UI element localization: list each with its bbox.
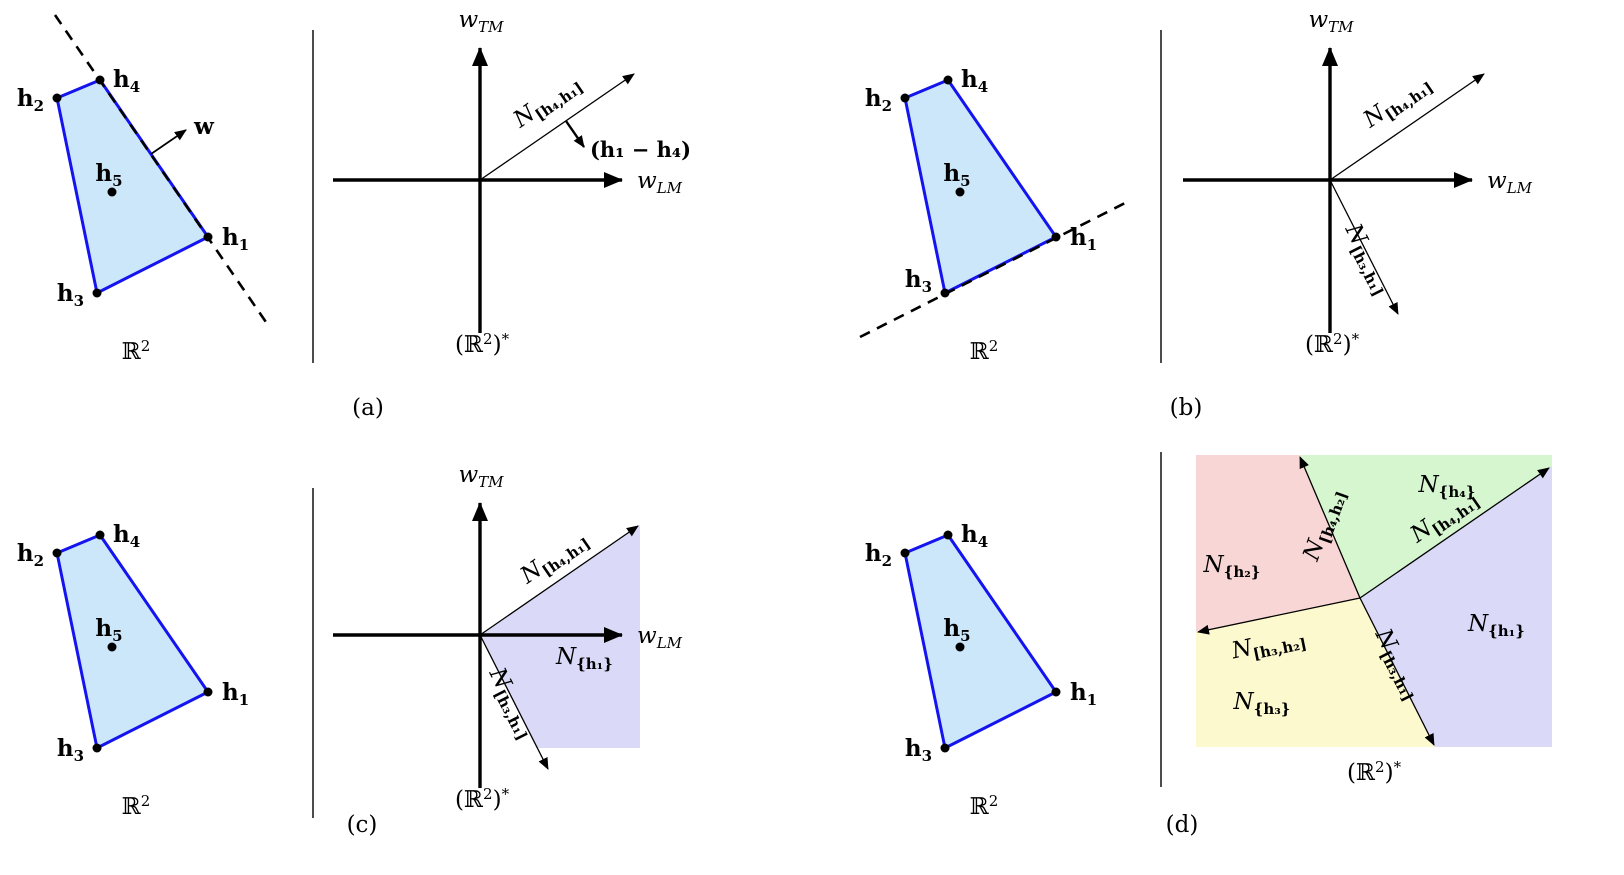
label-edge-direction: (h₁ − h₄) [590, 137, 691, 162]
caption-b: (b) [1170, 395, 1203, 421]
caption-d: (d) [1166, 812, 1199, 838]
axis-label-wlm-b: wLM [1487, 168, 1533, 197]
normal-cone-region-h3 [1196, 598, 1435, 747]
supporting-hyperplane-h3h1 [859, 198, 1132, 339]
cone-label-edge-h4h1-a: N[h₄,h₁] [508, 69, 587, 136]
edge-direction-arrow [565, 120, 585, 148]
vertex-dot-h5 [107, 642, 117, 652]
space-label-dual-c: (ℝ2)* [455, 785, 510, 813]
vertex-dot-h2 [900, 548, 910, 558]
normal-ray-h3h2-d [1197, 597, 1361, 635]
normal-ray-h3h1-d [1359, 597, 1435, 746]
label-h4: h4 [961, 66, 988, 96]
label-h4: h4 [113, 521, 140, 551]
label-h2: h2 [865, 540, 892, 570]
axis-label-wlm-c: wLM [637, 623, 683, 652]
normal-cone-region-h4 [1300, 455, 1552, 598]
label-h1: h1 [222, 679, 249, 709]
normal-cone-region-h2 [1196, 455, 1360, 632]
normal-cone-region-h1 [1360, 466, 1552, 747]
vertex-dot-h3 [92, 743, 102, 753]
cone-label-vertex-h2-d: N{h₂} [1203, 552, 1261, 581]
normal-ray-h4h1-a [479, 73, 635, 181]
label-h4: h4 [961, 521, 988, 551]
caption-c: (c) [347, 812, 378, 838]
normal-ray-h4h1-b [1329, 73, 1485, 181]
label-h2: h2 [17, 540, 44, 570]
space-label-primal-d: ℝ2 [970, 792, 999, 820]
label-h5: h5 [943, 160, 970, 190]
vertex-dot-h2 [900, 93, 910, 103]
space-label-dual-d: (ℝ2)* [1347, 758, 1402, 786]
vertex-dot-h4 [95, 530, 105, 540]
label-h3: h3 [57, 735, 84, 765]
space-label-dual-b: (ℝ2)* [1305, 330, 1360, 358]
polytope-a [55, 78, 210, 295]
axis-label-wlm-a: wLM [637, 168, 683, 197]
polytope-b [903, 78, 1058, 295]
panel-c: h2 h4 h1 h3 h5 ℝ2 wLM wTM N[h₄,h₁] N[h₃,… [17, 462, 683, 838]
label-h1: h1 [1070, 679, 1097, 709]
label-h5: h5 [943, 615, 970, 645]
normal-ray-h3h1-b [1329, 179, 1399, 315]
normal-ray-h4h1-d [1359, 467, 1550, 599]
normal-ray-h4h1-c [479, 525, 639, 636]
vertex-dot-h1 [203, 687, 213, 697]
vertex-dot-h1 [203, 232, 213, 242]
vertex-dot-h4 [943, 530, 953, 540]
label-h4: h4 [113, 66, 140, 96]
vertex-dot-h5 [955, 642, 965, 652]
label-h5: h5 [95, 160, 122, 190]
supporting-hyperplane-h4h1 [53, 14, 270, 326]
normal-vector-w-arrow [150, 129, 187, 155]
label-h2: h2 [865, 85, 892, 115]
vertex-dot-h1 [1051, 687, 1061, 697]
vertex-dot-h1 [1051, 232, 1061, 242]
panel-a: h2 h4 h1 h3 h5 w ℝ2 wLM wTM N[h₄,h₁] (h₁… [17, 7, 691, 421]
label-w-vector: w [193, 113, 215, 140]
polytope-d [903, 533, 1058, 750]
axis-label-wtm-c: wTM [458, 462, 504, 491]
normal-ray-h4h2-d [1299, 456, 1361, 599]
space-label-dual-a: (ℝ2)* [455, 330, 510, 358]
label-h1: h1 [222, 224, 249, 254]
label-h2: h2 [17, 85, 44, 115]
vertex-dot-h4 [95, 75, 105, 85]
vertex-dot-h3 [92, 288, 102, 298]
label-h5: h5 [95, 615, 122, 645]
vertex-dot-h2 [52, 548, 62, 558]
panel-d: h2 h4 h1 h3 h5 ℝ2 N[h₄,h₂] N[h₄,h₁] N[h₃… [865, 452, 1552, 838]
cone-label-edge-h3h1-b: N[h₃,h₁] [1337, 219, 1397, 299]
label-h3: h3 [57, 280, 84, 310]
axis-label-wtm-a: wTM [458, 7, 504, 36]
cone-label-vertex-h1-d: N{h₁} [1467, 611, 1525, 640]
normal-ray-h3h1-c [479, 634, 549, 770]
cone-label-vertex-h1-c: N{h₁} [555, 644, 613, 673]
cone-label-vertex-h3-d: N{h₃} [1233, 689, 1291, 718]
vertex-dot-h3 [940, 743, 950, 753]
panel-b: h2 h4 h1 h3 h5 ℝ2 wLM wTM N[h₄,h₁] N[h₃,… [859, 7, 1533, 421]
vertex-dot-h2 [52, 93, 62, 103]
polytope-c [55, 533, 210, 750]
cone-label-edge-h4h1-b: N[h₄,h₁] [1358, 69, 1437, 136]
cone-label-vertex-h4-d: N{h₄} [1418, 472, 1476, 501]
space-label-primal-a: ℝ2 [122, 337, 151, 365]
vertex-dot-h5 [955, 187, 965, 197]
space-label-primal-b: ℝ2 [970, 337, 999, 365]
vertex-dot-h3 [940, 288, 950, 298]
space-label-primal-c: ℝ2 [122, 792, 151, 820]
axis-label-wtm-b: wTM [1308, 7, 1354, 36]
label-h1: h1 [1070, 224, 1097, 254]
vertex-dot-h4 [943, 75, 953, 85]
label-h3: h3 [905, 735, 932, 765]
label-h3: h3 [905, 266, 932, 296]
vertex-dot-h5 [107, 187, 117, 197]
caption-a: (a) [352, 395, 384, 421]
